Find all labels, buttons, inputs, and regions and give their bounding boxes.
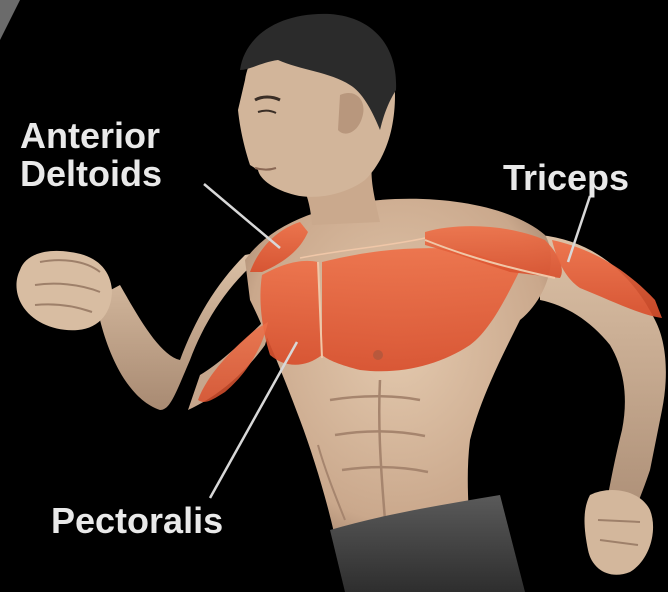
- anterior-deltoids-label: Anterior Deltoids: [20, 117, 162, 193]
- anterior-deltoids-label-line1: Anterior: [20, 117, 162, 155]
- left-arm: [16, 250, 275, 410]
- corner-accent: [0, 0, 20, 40]
- pectoralis-label: Pectoralis: [51, 502, 223, 540]
- head: [238, 14, 396, 197]
- triceps-label: Triceps: [503, 159, 629, 197]
- pectoralis-left-muscle: [260, 261, 322, 365]
- deltoids-leader-line: [204, 184, 280, 248]
- left-triceps-muscle: [198, 322, 268, 402]
- anterior-deltoids-label-line2: Deltoids: [20, 155, 162, 193]
